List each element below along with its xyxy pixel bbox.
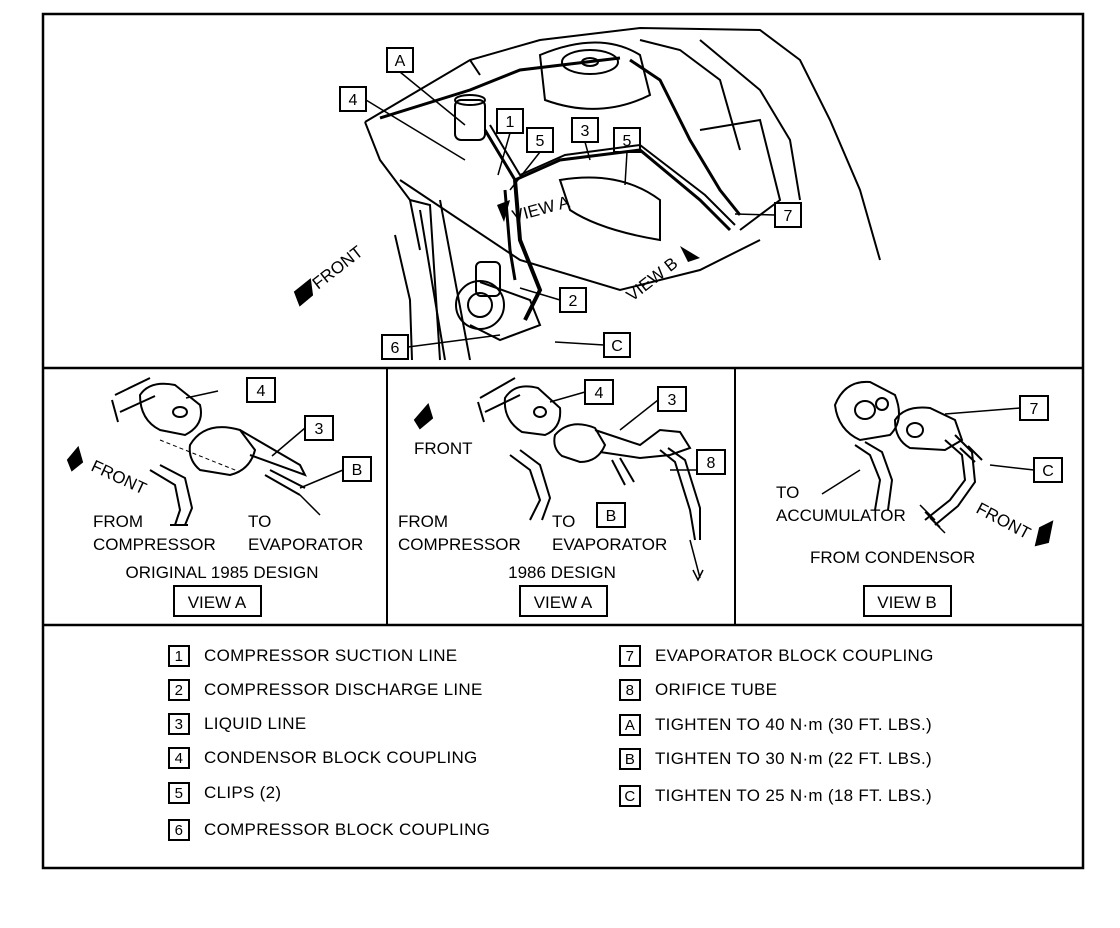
legend-text: ORIFICE TUBE	[655, 680, 778, 699]
main-view-b-label: VIEW B	[623, 254, 682, 306]
legend-item-6: 6 COMPRESSOR BLOCK COUPLING	[168, 819, 490, 841]
callout-5a-main: 5	[536, 133, 545, 150]
outer-frame	[41, 12, 1085, 870]
view-b-arrow-icon	[680, 246, 700, 262]
legend-key: B	[619, 748, 641, 770]
callout-3-main: 3	[581, 123, 590, 140]
callout-c-viewb: C	[1042, 463, 1054, 480]
evaporator-label-1985: EVAPORATOR	[248, 535, 363, 554]
front-label-1985: FRONT	[88, 456, 149, 498]
legend-item-a: A TIGHTEN TO 40 N·m (30 FT. LBS.)	[619, 714, 932, 736]
legend-key: C	[619, 785, 641, 807]
callout-8-1986: 8	[707, 455, 716, 472]
panel-1986-callouts	[519, 379, 726, 617]
legend-key: 3	[168, 713, 190, 735]
callout-b-1986: B	[606, 508, 617, 525]
panel-viewb-illustration	[821, 380, 1054, 547]
view-a-arrow-icon	[497, 200, 510, 222]
panel-1985-illustration	[66, 377, 344, 526]
legend-text: CONDENSOR BLOCK COUPLING	[204, 748, 478, 767]
legend-text: COMPRESSOR BLOCK COUPLING	[204, 820, 491, 839]
panel-1985-text: 4 3 B FRONT FROM COMPRESSOR TO EVAPORATO…	[88, 383, 363, 612]
compressor-label-1986: COMPRESSOR	[398, 535, 521, 554]
main-callouts	[339, 47, 802, 360]
legend-key: 6	[168, 819, 190, 841]
evaporator-label-1986: EVAPORATOR	[552, 535, 667, 554]
legend-item-c: C TIGHTEN TO 25 N·m (18 FT. LBS.)	[619, 785, 932, 807]
main-front-label: FRONT	[309, 242, 367, 293]
legend-key: 8	[619, 679, 641, 701]
engine-compartment-illustration	[293, 26, 881, 361]
legend-item-2: 2 COMPRESSOR DISCHARGE LINE	[168, 679, 483, 701]
legend-text: TIGHTEN TO 30 N·m (22 FT. LBS.)	[655, 749, 932, 768]
callout-3-1986: 3	[668, 392, 677, 409]
panel-1986-text: 4 3 8 B FRONT FROM COMPRESSOR TO EVAPORA…	[398, 385, 716, 612]
view-a-button-1985: VIEW A	[188, 593, 247, 612]
callout-a-main: A	[395, 53, 406, 70]
legend-item-3: 3 LIQUID LINE	[168, 713, 307, 735]
to-label-viewb: TO	[776, 483, 799, 502]
accumulator-label-viewb: ACCUMULATOR	[776, 506, 906, 525]
front-label-viewb: FRONT	[973, 499, 1034, 543]
panel-viewb-text: 7 C TO ACCUMULATOR FROM CONDENSOR FRONT …	[776, 401, 1054, 612]
callout-1-main: 1	[506, 114, 515, 131]
legend-key: 2	[168, 679, 190, 701]
compressor-label-1985: COMPRESSOR	[93, 535, 216, 554]
panel-1985-callouts	[173, 377, 372, 617]
legend-item-4: 4 CONDENSOR BLOCK COUPLING	[168, 747, 478, 769]
callout-2-main: 2	[569, 293, 578, 310]
legend-text: COMPRESSOR SUCTION LINE	[204, 646, 458, 665]
legend-text: LIQUID LINE	[204, 714, 307, 733]
caption-1985: ORIGINAL 1985 DESIGN	[125, 563, 318, 582]
from-label-1986: FROM	[398, 512, 448, 531]
caption-1986: 1986 DESIGN	[508, 563, 616, 582]
from-condensor-label-viewb: FROM CONDENSOR	[810, 548, 975, 567]
from-label-1985: FROM	[93, 512, 143, 531]
callout-7-main: 7	[784, 208, 793, 225]
legend-item-7: 7 EVAPORATOR BLOCK COUPLING	[619, 645, 934, 667]
callout-5b-main: 5	[623, 133, 632, 150]
legend-item-5: 5 CLIPS (2)	[168, 782, 281, 804]
to-label-1985: TO	[248, 512, 271, 531]
legend-text: TIGHTEN TO 40 N·m (30 FT. LBS.)	[655, 715, 932, 734]
front-label-1986: FRONT	[414, 439, 473, 458]
callout-c-main: C	[611, 338, 623, 355]
legend-text: COMPRESSOR DISCHARGE LINE	[204, 680, 483, 699]
callout-6-main: 6	[391, 340, 400, 357]
legend-key: A	[619, 714, 641, 736]
callout-4-main: 4	[349, 92, 358, 109]
legend-item-b: B TIGHTEN TO 30 N·m (22 FT. LBS.)	[619, 748, 932, 770]
legend-key: 7	[619, 645, 641, 667]
to-label-1986: TO	[552, 512, 575, 531]
legend-text: TIGHTEN TO 25 N·m (18 FT. LBS.)	[655, 786, 932, 805]
callout-4-1985: 4	[257, 383, 266, 400]
callout-3-1985: 3	[315, 421, 324, 438]
main-view-a-label: VIEW A	[510, 192, 572, 226]
legend-key: 4	[168, 747, 190, 769]
legend-item-8: 8 ORIFICE TUBE	[619, 679, 777, 701]
callout-4-1986: 4	[595, 385, 604, 402]
view-b-button: VIEW B	[877, 593, 937, 612]
legend-text: CLIPS (2)	[204, 783, 282, 802]
view-a-button-1986: VIEW A	[534, 593, 593, 612]
callout-b-1985: B	[352, 462, 363, 479]
panel-viewb-callouts	[863, 395, 1063, 617]
legend-item-1: 1 COMPRESSOR SUCTION LINE	[168, 645, 457, 667]
legend-text: EVAPORATOR BLOCK COUPLING	[655, 646, 934, 665]
legend-key: 5	[168, 782, 190, 804]
panel-1986-illustration	[413, 377, 704, 582]
legend-key: 1	[168, 645, 190, 667]
main-callout-text: A 4 1 5 3 5 7 2 C 6	[349, 53, 793, 357]
callout-7-viewb: 7	[1030, 401, 1039, 418]
